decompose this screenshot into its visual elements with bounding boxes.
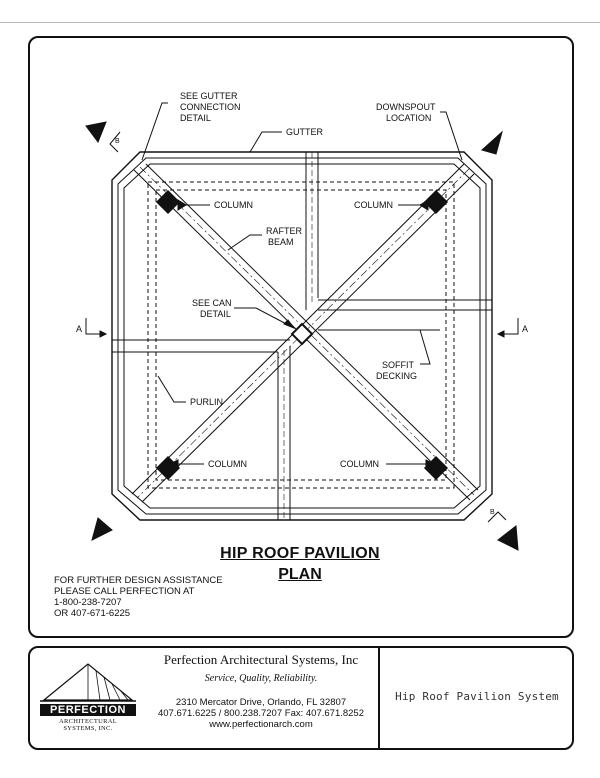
company-website[interactable]: www.perfectionarch.com — [209, 719, 313, 730]
title-block-divider — [378, 646, 380, 750]
section-triangle-se — [497, 525, 519, 551]
page-top-rule — [0, 22, 600, 23]
logo-subtitle-line: ARCHITECTURAL — [58, 718, 118, 725]
label-gutter-connection-1: SEE GUTTER — [180, 91, 238, 101]
company-phones: 407.671.6225 / 800.238.7207 Fax: 407.671… — [157, 708, 364, 719]
leader-can — [234, 307, 295, 329]
roof-outline — [111, 151, 493, 521]
label-purlin: PURLIN — [190, 397, 223, 407]
logo-subtitle-line: SYSTEMS, INC. — [63, 725, 113, 732]
section-b-top — [109, 131, 121, 153]
assist-line: OR 407-671-6225 — [54, 608, 131, 619]
drawing-title: HIP ROOF PAVILION — [220, 545, 380, 562]
section-triangle-ne — [480, 130, 503, 155]
section-b-top-label: B — [115, 138, 120, 145]
company-tagline: Service, Quality, Reliability. — [204, 673, 318, 684]
arrowhead — [168, 459, 179, 469]
leader-gutter — [249, 131, 282, 153]
section-a-left — [85, 318, 100, 335]
label-downspout-2: LOCATION — [386, 113, 431, 123]
arrowhead — [177, 199, 187, 211]
section-triangle-nw — [85, 121, 107, 144]
arrowhead — [283, 319, 296, 330]
company-name: Perfection Architectural Systems, Inc — [163, 652, 359, 667]
logo-name: PERFECTION — [40, 704, 136, 716]
leader-gutter-connection — [141, 102, 168, 161]
column-se — [423, 455, 449, 481]
label-downspout-1: DOWNSPOUT — [376, 102, 436, 112]
arrowhead — [496, 330, 505, 338]
label-soffit-2: DECKING — [376, 371, 417, 381]
pavilion-logo-icon — [40, 663, 136, 702]
label-gutter: GUTTER — [286, 127, 323, 137]
logo-subtitle: ARCHITECTURAL SYSTEMS, INC. — [40, 718, 136, 732]
column-ne — [423, 189, 449, 215]
section-triangle-sw — [91, 517, 113, 541]
fascia-line — [123, 163, 481, 509]
gutter-inner-line — [117, 157, 487, 515]
section-a-right-label: A — [522, 324, 528, 334]
arrowhead — [99, 330, 108, 338]
beam-dashed-inner — [155, 189, 447, 481]
assist-line: PLEASE CALL PERFECTION AT — [54, 586, 195, 597]
label-rafter-2: BEAM — [268, 237, 294, 247]
section-a-left-label: A — [76, 324, 82, 334]
title-block-border — [28, 646, 574, 750]
rafter-centerline — [139, 166, 475, 496]
label-column-sw: COLUMN — [208, 459, 247, 469]
design-assistance-note: FOR FURTHER DESIGN ASSISTANCE PLEASE CAL… — [54, 575, 223, 619]
center-can — [290, 322, 314, 346]
rafter-centerline — [136, 168, 470, 499]
leader-soffit — [419, 329, 431, 365]
label-gutter-connection-2: CONNECTION — [180, 102, 241, 112]
arrowhead — [419, 199, 429, 211]
column-nw — [155, 189, 181, 215]
rafter-line — [145, 163, 479, 491]
section-b-bottom — [487, 511, 507, 523]
section-a-right — [504, 318, 519, 335]
drawing-subtitle: PLAN — [278, 566, 322, 583]
company-logo: PERFECTION ARCHITECTURAL SYSTEMS, INC. — [40, 660, 136, 738]
assist-line: FOR FURTHER DESIGN ASSISTANCE — [54, 575, 223, 586]
leader-purlin — [157, 375, 186, 403]
arrowhead — [425, 459, 436, 469]
leader-downspout — [440, 111, 463, 161]
section-b-bottom-label: B — [490, 509, 495, 516]
label-column-se: COLUMN — [340, 459, 379, 469]
label-gutter-connection-3: DETAIL — [180, 113, 211, 123]
beam-dashed-outer — [147, 181, 455, 489]
company-address: 2310 Mercator Drive, Orlando, FL 32807 — [175, 697, 347, 708]
label-rafter-1: RAFTER — [266, 226, 303, 236]
label-can-2: DETAIL — [200, 309, 231, 319]
label-column-ne: COLUMN — [354, 200, 393, 210]
drawing-border — [28, 36, 574, 638]
column-sw — [155, 455, 181, 481]
leader-rafter — [227, 234, 262, 251]
label-column-nw: COLUMN — [214, 200, 253, 210]
label-soffit-1: SOFFIT — [382, 360, 414, 370]
system-name: Hip Roof Pavilion System — [395, 690, 559, 703]
assist-line: 1-800-238-7207 — [54, 597, 122, 608]
company-contact: 2310 Mercator Drive, Orlando, FL 32807 4… — [148, 697, 374, 730]
label-can-1: SEE CAN — [192, 298, 232, 308]
